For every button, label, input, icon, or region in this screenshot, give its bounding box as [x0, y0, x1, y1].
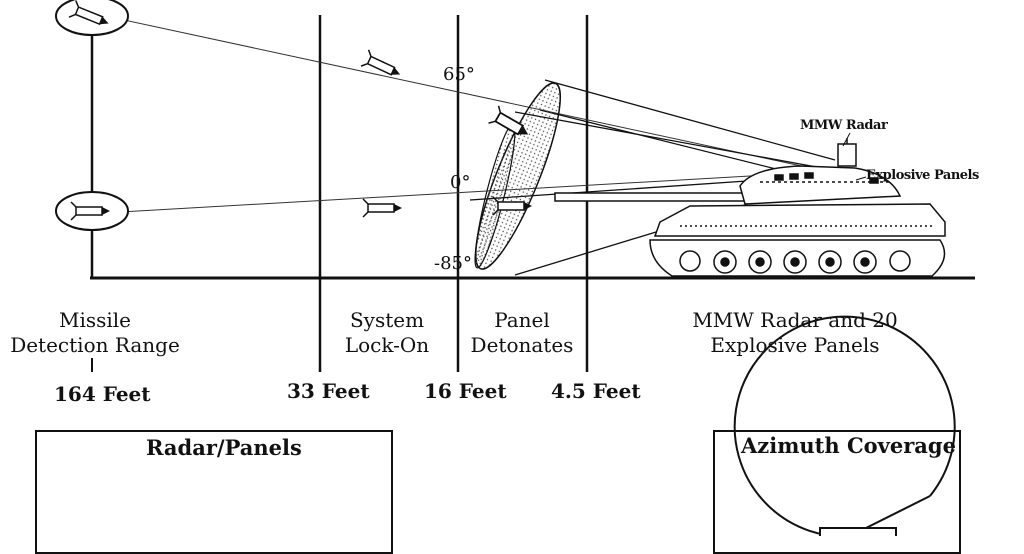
- zone-label-lockon-line1: System: [349, 308, 425, 332]
- zone-label-radar: MMW Radar and 20 Explosive Panels: [660, 308, 930, 358]
- zone-label-radar-line1: MMW Radar and 20: [692, 308, 898, 332]
- missile-high-lockon: [360, 49, 401, 76]
- missile-level-detected: [55, 191, 129, 231]
- diagram: 65° 0° -85° MMW Radar Explosive Panels M…: [2, 0, 979, 554]
- panel-blast-zone: [474, 82, 561, 270]
- missile-high-detonate: [488, 105, 529, 136]
- mmw-radar-unit: [837, 143, 857, 167]
- zone-label-detection: Missile Detection Range: [2, 308, 188, 358]
- zone-label-radar-line2: Explosive Panels: [710, 333, 880, 357]
- inset-radar-panels-title: Radar/Panels: [146, 435, 302, 460]
- tank: [554, 138, 946, 277]
- missile-track-level: [119, 171, 821, 213]
- zone-label-detection-line2: Detection Range: [10, 333, 180, 357]
- angle-label-mid: 0°: [450, 172, 471, 193]
- distance-164: 164 Feet: [54, 382, 151, 406]
- zone-label-detonate-line2: Detonates: [470, 333, 574, 357]
- zone-label-detonate-line1: Panel: [494, 308, 550, 332]
- zone-label-lockon-line2: Lock-On: [344, 333, 430, 357]
- missile-level-lockon: [362, 198, 402, 218]
- azimuth-diagram: [733, 315, 956, 539]
- tank-wheels: [679, 250, 911, 274]
- callout-mmw-radar: MMW Radar: [800, 118, 888, 133]
- distance-4-5: 4.5 Feet: [551, 379, 641, 403]
- tank-hull: [653, 203, 946, 237]
- zone-label-detonate: Panel Detonates: [466, 308, 578, 358]
- zone-label-detection-line1: Missile: [58, 308, 132, 332]
- angle-label-top: 65°: [443, 64, 475, 85]
- distance-16: 16 Feet: [424, 379, 507, 403]
- inset-radar-panels: [35, 430, 393, 554]
- angle-label-bottom: -85°: [434, 253, 472, 274]
- radar-callout-leader: [842, 132, 851, 147]
- panels-callout-leader: [855, 176, 867, 181]
- missile-high-detected: [55, 0, 129, 36]
- tank-gun: [554, 192, 746, 202]
- explosive-panels: [774, 172, 879, 184]
- missile-track-high: [114, 17, 821, 171]
- distance-33: 33 Feet: [287, 379, 370, 403]
- callout-explosive-panels: Explosive Panels: [866, 168, 979, 183]
- inset-azimuth-coverage-title: Azimuth Coverage: [741, 433, 956, 458]
- zone-label-lockon: System Lock-On: [332, 308, 442, 358]
- missile-level-detonate: [492, 196, 532, 216]
